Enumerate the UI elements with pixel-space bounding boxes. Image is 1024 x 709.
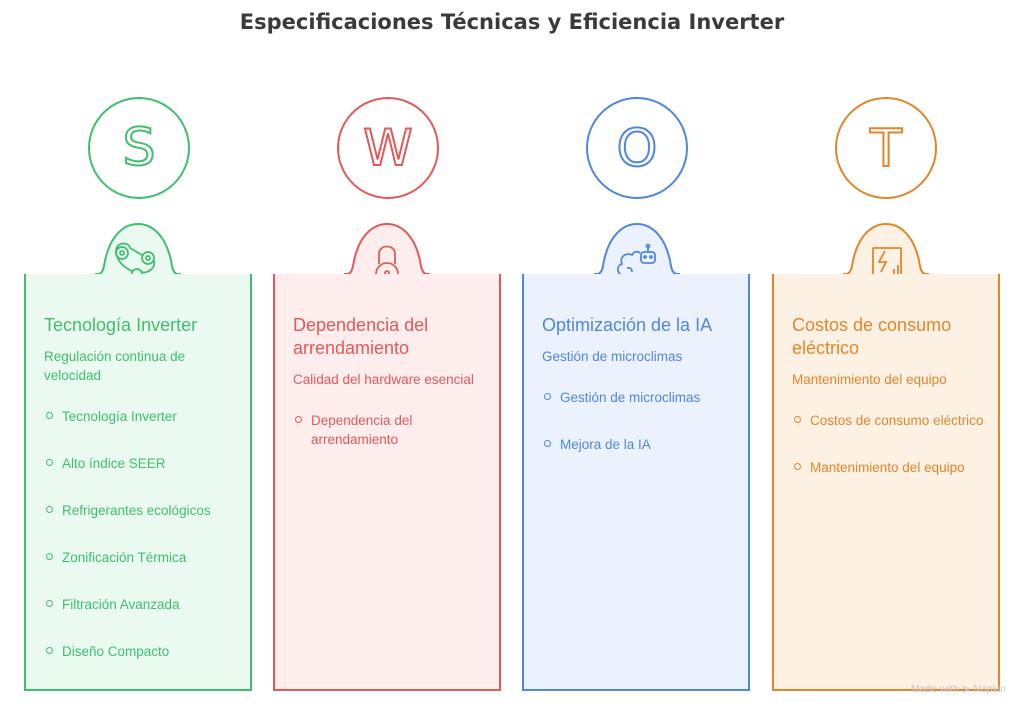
card-list: Dependencia del arrendamiento <box>293 411 485 449</box>
letter-o: O <box>617 119 658 179</box>
list-item: Costos de consumo eléctrico <box>792 411 984 430</box>
letter-circle-w: W <box>337 97 439 199</box>
card-tab-o <box>594 222 680 275</box>
card-list: Gestión de microclimas Mejora de la IA <box>542 388 734 454</box>
card-description: Regulación continua de velocidad <box>44 349 186 383</box>
list-item: Zonificación Térmica <box>44 548 236 567</box>
card-tab-t <box>843 222 929 275</box>
card-opportunities: Optimización de la IA Gestión de microcl… <box>522 274 750 691</box>
letter-s-icon: S <box>121 117 156 179</box>
letter-s: S <box>122 118 155 178</box>
letter-w-icon: W <box>362 118 413 178</box>
list-item: Mejora de la IA <box>542 435 734 454</box>
card-heading: Optimización de la IA <box>542 315 713 335</box>
list-item: Tecnología Inverter <box>44 407 236 426</box>
card-heading: Costos de consumo eléctrico <box>792 315 952 358</box>
card-strengths: Tecnología Inverter Regulación continua … <box>24 274 252 691</box>
card-tab-s <box>95 222 181 275</box>
letter-circle-s: S <box>88 97 190 199</box>
card-tab-w <box>344 222 430 275</box>
card-heading: Tecnología Inverter <box>44 315 198 335</box>
list-item: Filtración Avanzada <box>44 595 236 614</box>
page-title: Especificaciones Técnicas y Eficiencia I… <box>239 10 785 34</box>
card-description: Calidad del hardware esencial <box>293 372 474 387</box>
list-item: Refrigerantes ecológicos <box>44 501 236 520</box>
brain-robot-icon <box>616 243 656 275</box>
card-description: Gestión de microclimas <box>542 349 683 364</box>
list-item: Alto índice SEER <box>44 454 236 473</box>
card-heading: Dependencia del arrendamiento <box>293 315 429 358</box>
letter-t: T <box>869 119 902 179</box>
card-threats: Costos de consumo eléctrico Mantenimient… <box>772 274 1000 691</box>
napkin-watermark: Made with ⋟ Napkin <box>910 683 1006 695</box>
letter-circle-t: T <box>835 97 937 199</box>
card-list: Costos de consumo eléctrico Mantenimient… <box>792 411 984 477</box>
card-weaknesses: Dependencia del arrendamiento Calidad de… <box>273 274 501 691</box>
list-item: Gestión de microclimas <box>542 388 734 407</box>
card-list: Tecnología Inverter Alto índice SEER Ref… <box>44 407 236 661</box>
letter-t-icon: T <box>868 118 903 180</box>
letter-w: W <box>363 119 412 177</box>
list-item: Dependencia del arrendamiento <box>293 411 485 449</box>
letter-circle-o: O <box>586 97 688 199</box>
list-item: Mantenimiento del equipo <box>792 458 984 477</box>
list-item: Diseño Compacto <box>44 642 236 661</box>
letter-o-icon: O <box>616 118 659 180</box>
card-description: Mantenimiento del equipo <box>792 372 947 387</box>
